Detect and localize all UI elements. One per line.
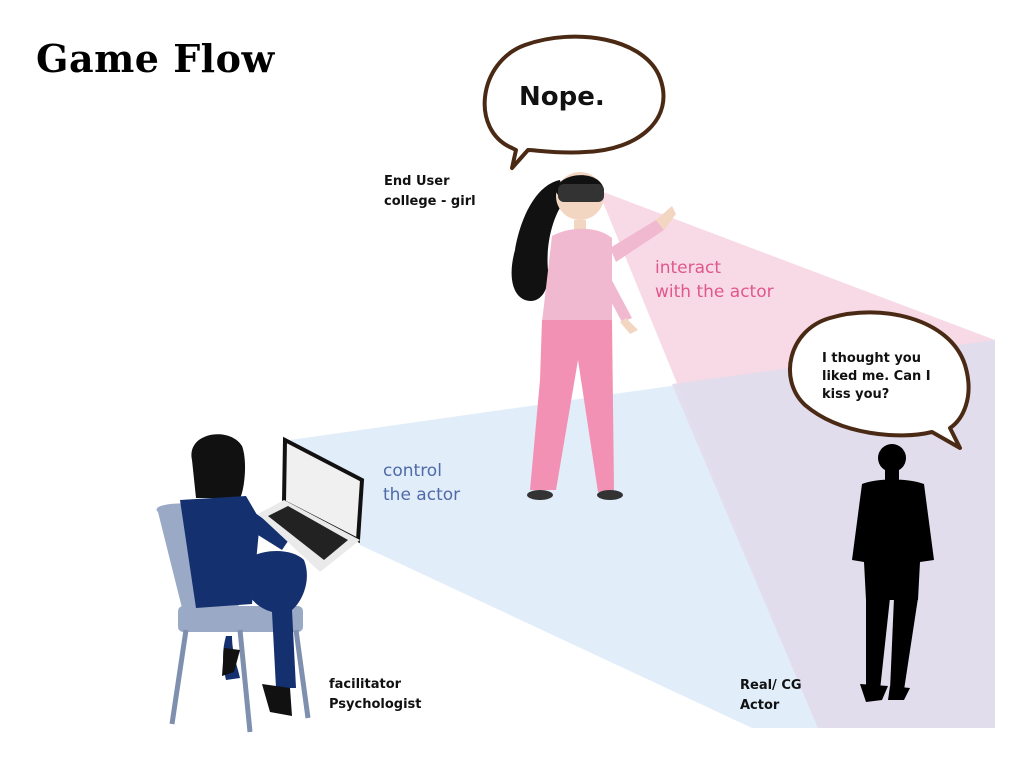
facilitator-label: facilitator Psychologist: [329, 675, 422, 715]
facilitator-figure: [156, 434, 365, 733]
actor-role: Real/ CG: [740, 678, 802, 693]
actor-speech-text: I thought you liked me. Can I kiss you?: [822, 350, 931, 404]
actor-figure: [852, 444, 934, 702]
vr-headset-icon: [558, 184, 604, 202]
actor-desc: Actor: [740, 698, 780, 713]
control-flow-label: control the actor: [383, 459, 460, 507]
person-silhouette-icon: [852, 444, 934, 702]
overlap-zone: [672, 340, 995, 728]
interact-flow-label: interact with the actor: [655, 256, 774, 304]
interact-line-2: with the actor: [655, 282, 774, 302]
actor-label: Real/ CG Actor: [740, 676, 802, 716]
control-line-1: control: [383, 461, 442, 481]
actor-speech-line: liked me. Can I: [822, 369, 931, 384]
facilitator-desc: Psychologist: [329, 697, 422, 712]
user-speech-text: Nope.: [519, 82, 605, 112]
control-line-2: the actor: [383, 485, 461, 505]
end-user-figure: [511, 172, 676, 500]
end-user-label: End User college - girl: [384, 172, 476, 212]
facilitator-role: facilitator: [329, 677, 402, 692]
actor-speech-line: I thought you: [822, 351, 921, 366]
actor-speech-bubble-icon: [788, 310, 971, 450]
actor-speech-line: kiss you?: [822, 387, 890, 402]
page-title: Game Flow: [36, 36, 275, 81]
user-speech-bubble-icon: [482, 34, 666, 170]
interact-line-1: interact: [655, 258, 722, 278]
end-user-desc: college - girl: [384, 194, 476, 209]
laptop-icon: [258, 436, 365, 572]
end-user-role: End User: [384, 174, 450, 189]
